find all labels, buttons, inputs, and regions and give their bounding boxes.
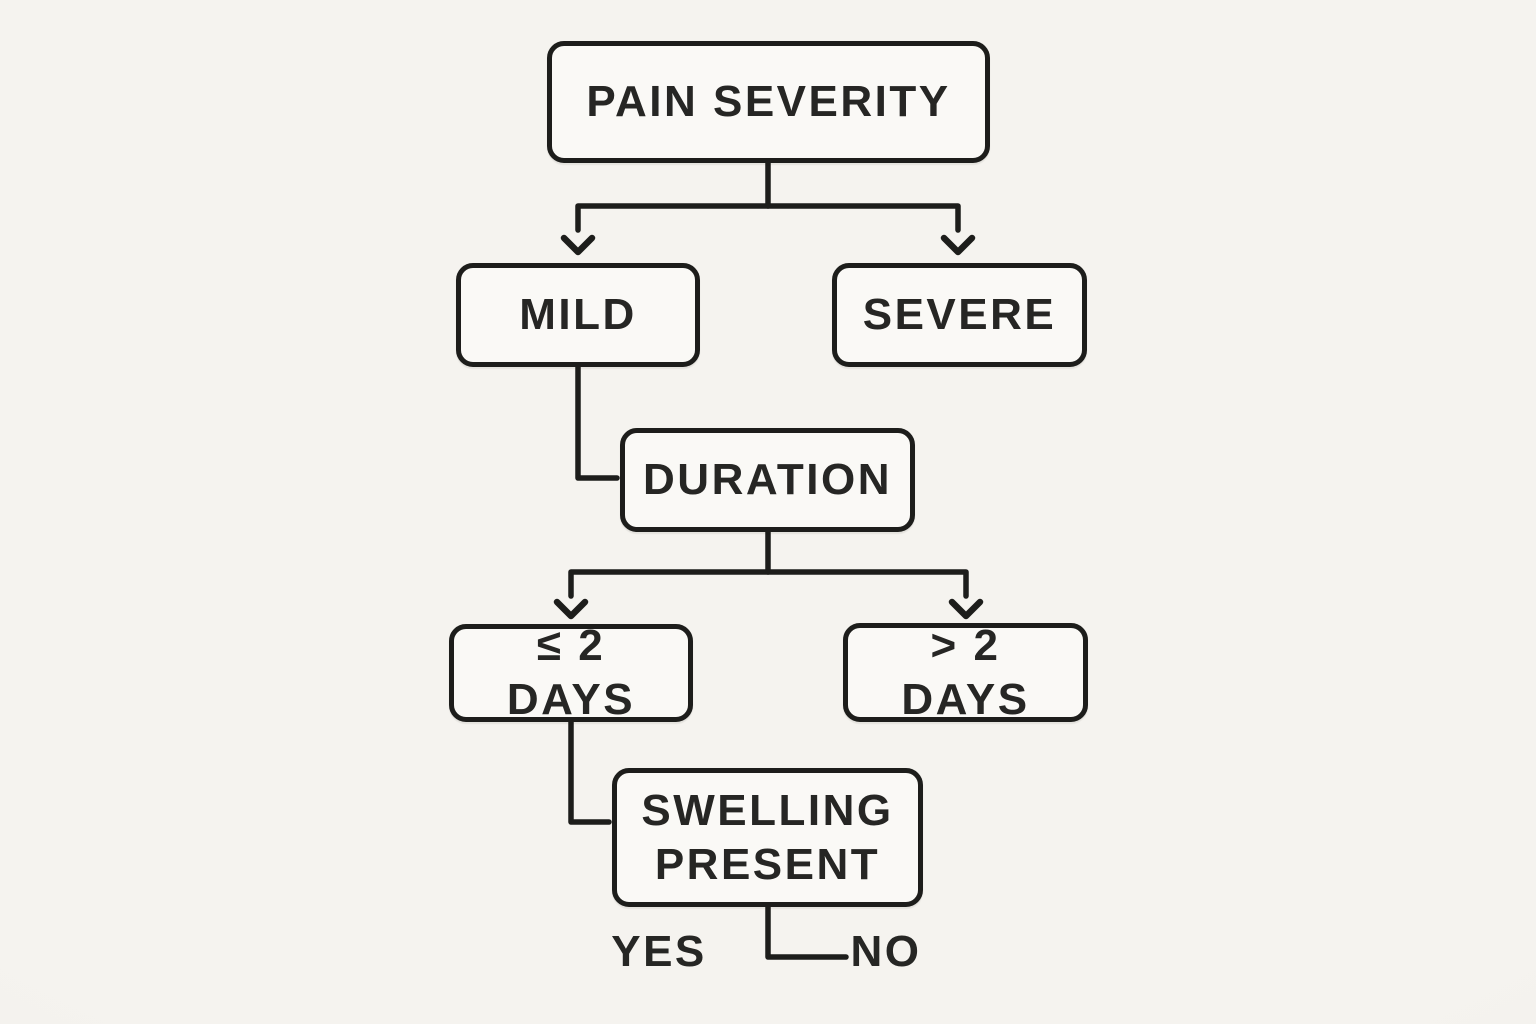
edge-mild-to-duration (575, 363, 620, 481)
outcome-label-yes: YES (611, 927, 707, 976)
node-le-2-days: ≤ 2 DAYS (449, 621, 693, 724)
edge-swelling-to-no (765, 903, 849, 960)
node-mild: MILD (456, 263, 700, 367)
node-gt-2-days-label: > 2 DAYS (901, 620, 1030, 724)
node-pain-severity: PAIN SEVERITY (547, 41, 990, 163)
arrowhead-to-le-2-days (553, 598, 589, 620)
outcome-label-no: NO (850, 927, 922, 976)
node-mild-label: MILD (519, 290, 637, 340)
edge-pain-severity-split (575, 203, 961, 233)
node-swelling-present: SWELLING PRESENT (612, 768, 923, 907)
node-duration-label: DURATION (643, 455, 892, 505)
edge-duration-split (568, 569, 969, 599)
node-severe-label: SEVERE (862, 290, 1057, 340)
node-severe: SEVERE (832, 263, 1087, 367)
arrowhead-to-severe (940, 234, 976, 256)
node-swelling-present-label: SWELLING PRESENT (641, 785, 894, 889)
node-pain-severity-label: PAIN SEVERITY (586, 77, 951, 127)
edge-le-2-days-to-swelling (568, 718, 612, 825)
node-gt-2-days: > 2 DAYS (843, 621, 1088, 724)
node-le-2-days-label: ≤ 2 DAYS (506, 621, 636, 724)
node-duration: DURATION (620, 428, 915, 532)
arrowhead-to-gt-2-days (948, 598, 984, 620)
arrowhead-to-mild (560, 234, 596, 256)
